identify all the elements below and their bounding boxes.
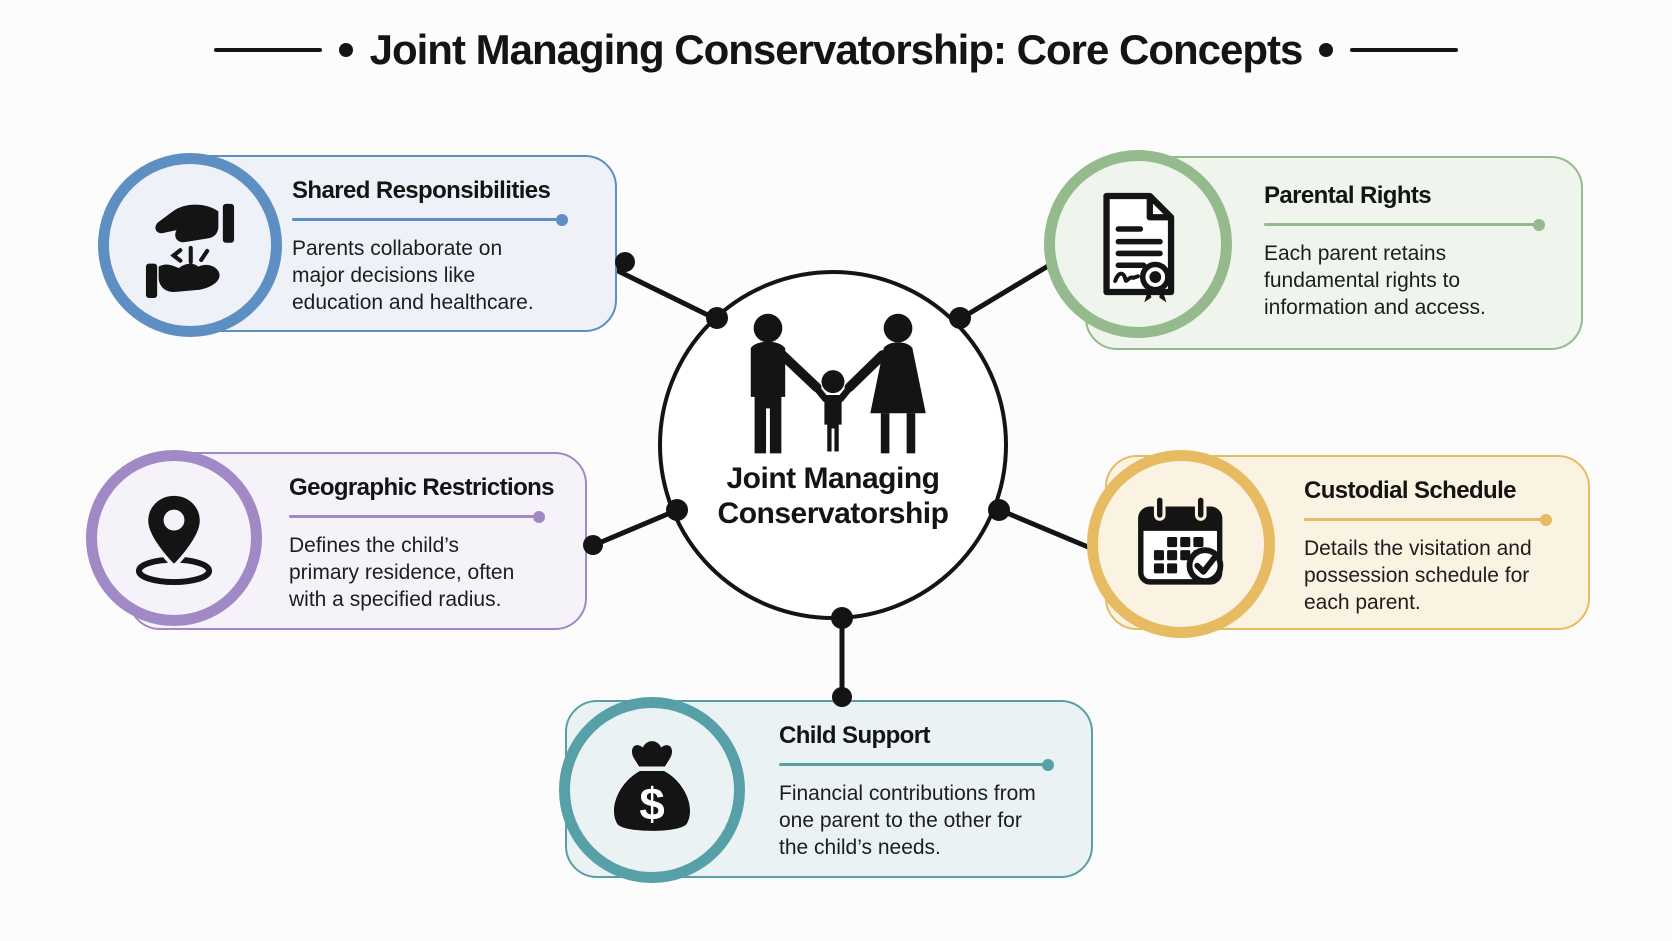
card-parental-rights: Parental Rights Each parent retains fund…: [1044, 150, 1583, 350]
family-icon: [750, 313, 926, 454]
rule-dot: [533, 510, 545, 523]
certificate-document-icon: [1103, 192, 1175, 303]
card-custodial-schedule: Custodial Schedule Details the visitatio…: [1087, 450, 1590, 638]
rule-dot: [1042, 758, 1054, 771]
card-description: Parents collaborate on major decisions l…: [292, 237, 534, 314]
card-icon-circle: [1044, 150, 1232, 338]
connector-line-parental-rights: [952, 257, 1061, 325]
header: Joint Managing Conservatorship: Core Con…: [0, 26, 1672, 74]
rule-dot: [1533, 218, 1545, 231]
card-description: Financial contributions from one parent …: [779, 782, 1036, 859]
title-left-line: [213, 48, 322, 52]
connector-line-geographic-restrictions: [577, 505, 685, 554]
card-shared-responsibilities: Shared Responsibilities Parents collabor…: [98, 153, 617, 337]
accent-rule: [1304, 513, 1552, 526]
accent-rule: [779, 758, 1054, 771]
hands-exchange-icon: [145, 203, 235, 299]
title-right-line: [1350, 48, 1459, 52]
center-node: Joint Managing Conservatorship: [658, 270, 1008, 620]
calendar-check-icon: [1138, 494, 1224, 585]
card-icon-circle: $: [559, 697, 745, 883]
title-left-dot: [338, 43, 353, 57]
accent-rule: [292, 213, 568, 226]
card-icon-circle: [1087, 450, 1275, 638]
card-title: Geographic Restrictions: [289, 474, 555, 501]
connector-line-custodial-schedule: [992, 505, 1103, 555]
card-icon-circle: [86, 450, 262, 626]
card-description: Each parent retains fundamental rights t…: [1264, 242, 1486, 319]
rule-dot: [556, 213, 568, 226]
connector-dot: [615, 252, 635, 272]
page-title: Joint Managing Conservatorship: Core Con…: [369, 26, 1304, 73]
card-child-support: $ Child Support Financial contributions …: [559, 697, 1093, 883]
card-title: Child Support: [779, 722, 930, 749]
card-geographic-restrictions: Geographic Restrictions Defines the chil…: [86, 450, 587, 630]
card-description: Details the visitation and possession sc…: [1304, 537, 1532, 614]
accent-rule: [1264, 218, 1545, 231]
money-bag-icon: $: [613, 741, 691, 831]
card-title: Shared Responsibilities: [292, 177, 551, 204]
location-pin-icon: [135, 492, 213, 586]
card-title: Custodial Schedule: [1304, 477, 1517, 504]
accent-rule: [289, 510, 545, 523]
svg-text:$: $: [639, 779, 664, 830]
connector-line-shared-responsibilities: [609, 265, 725, 325]
title-right-dot: [1319, 43, 1334, 57]
center-label-line1: Joint Managing: [726, 462, 941, 495]
card-icon-circle: [98, 153, 282, 337]
center-label-line2: Conservatorship: [717, 497, 949, 530]
card-description: Defines the child’s primary residence, o…: [289, 534, 515, 611]
card-title: Parental Rights: [1264, 182, 1432, 209]
rule-dot: [1540, 513, 1552, 526]
